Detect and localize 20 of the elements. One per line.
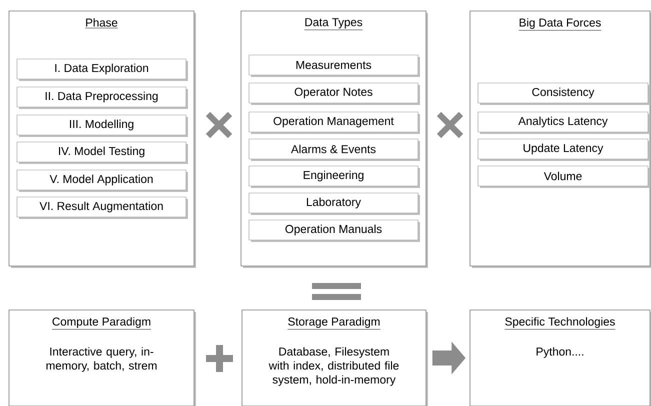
item-box: III. Modelling bbox=[16, 114, 188, 137]
item-box: Alarms & Events bbox=[248, 138, 420, 161]
panel: Compute Paradigm Interactive query, in-memory, batch, strem bbox=[8, 310, 196, 406]
item-box: Engineering bbox=[248, 166, 420, 188]
item-box: II. Data Preprocessing bbox=[16, 86, 188, 109]
item-box: Operation Manuals bbox=[248, 220, 420, 242]
item-box: Volume bbox=[478, 166, 650, 188]
item-box: Laboratory bbox=[248, 192, 420, 215]
item-box: Consistency bbox=[478, 82, 650, 105]
item-box: VI. Result Augmentation bbox=[16, 196, 188, 219]
panel: Storage Paradigm Database, Filesystem with index, distributed file system, hold-in-memory bbox=[242, 310, 428, 406]
panel: Specific Technologies Python.... bbox=[470, 310, 651, 406]
item-box: IV. Model Testing bbox=[16, 142, 188, 164]
item-box: Update Latency bbox=[478, 138, 650, 161]
item-box: Operator Notes bbox=[248, 82, 420, 105]
item-box: Operation Management bbox=[248, 112, 420, 134]
item-box: V. Model Application bbox=[16, 170, 188, 192]
item-box: I. Data Exploration bbox=[16, 58, 188, 81]
item-box: Measurements bbox=[248, 54, 420, 77]
item-box: Analytics Latency bbox=[478, 112, 650, 134]
